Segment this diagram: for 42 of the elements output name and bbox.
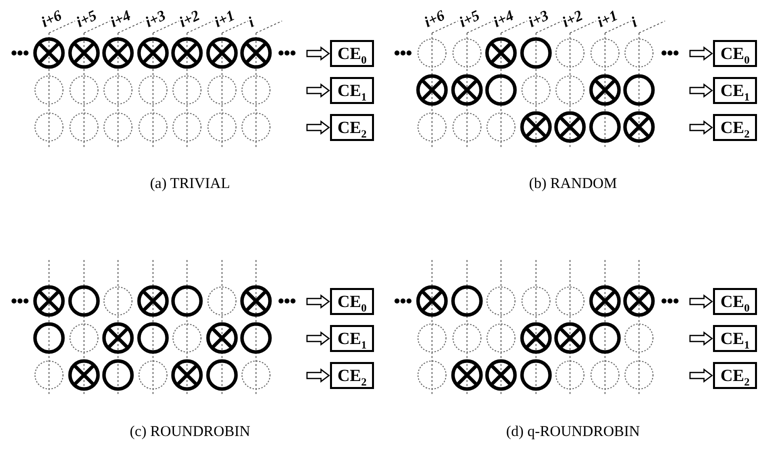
column-label: i (246, 16, 257, 31)
block-arrow (689, 294, 713, 309)
ce-box: CE$_{2}$ (713, 362, 757, 389)
block-arrow (689, 331, 713, 346)
ce-box: CE$_{1}$ (713, 325, 757, 352)
ce-box: CE$_{1}$ (713, 77, 757, 104)
block-arrow (306, 331, 330, 346)
block-arrow (306, 368, 330, 383)
ce-box: CE$_{2}$ (330, 362, 374, 389)
ce-box: CE$_{1}$ (330, 325, 374, 352)
column-label: i+6 (40, 8, 64, 31)
column-label: i+3 (526, 8, 552, 31)
block-arrow (689, 120, 713, 135)
block-arrow (689, 83, 713, 98)
panel-caption: (a) TRIVIAL (150, 176, 230, 193)
block-arrow (689, 368, 713, 383)
column-label: i+3 (144, 8, 168, 31)
column-label: i+6 (422, 8, 448, 31)
column-label: i+1 (596, 8, 620, 31)
block-arrow (306, 46, 330, 61)
ce-box: CE$_{2}$ (330, 114, 374, 141)
column-label: i+4 (492, 8, 516, 31)
column-label: i+5 (458, 8, 482, 31)
column-label: i+2 (178, 8, 202, 31)
column-label: i+1 (212, 8, 238, 31)
ce-box: CE$_{2}$ (713, 114, 757, 141)
ce-box: CE$_{1}$ (330, 77, 374, 104)
column-label: i (630, 16, 640, 31)
panel-caption: (b) RANDOM (529, 176, 617, 193)
block-arrow (306, 294, 330, 309)
block-arrow (689, 46, 713, 61)
ce-box: CE$_{0}$ (713, 288, 757, 315)
column-label: i+5 (74, 8, 100, 31)
panel-caption: (d) q-ROUNDROBIN (506, 424, 640, 441)
block-arrow (306, 120, 330, 135)
column-label: i+2 (560, 8, 586, 31)
ce-box: CE$_{0}$ (330, 288, 374, 315)
panel-caption: (c) ROUNDROBIN (130, 424, 250, 441)
ce-box: CE$_{0}$ (330, 40, 374, 67)
ce-box: CE$_{0}$ (713, 40, 757, 67)
block-arrow (306, 83, 330, 98)
column-label: i+4 (108, 8, 134, 31)
